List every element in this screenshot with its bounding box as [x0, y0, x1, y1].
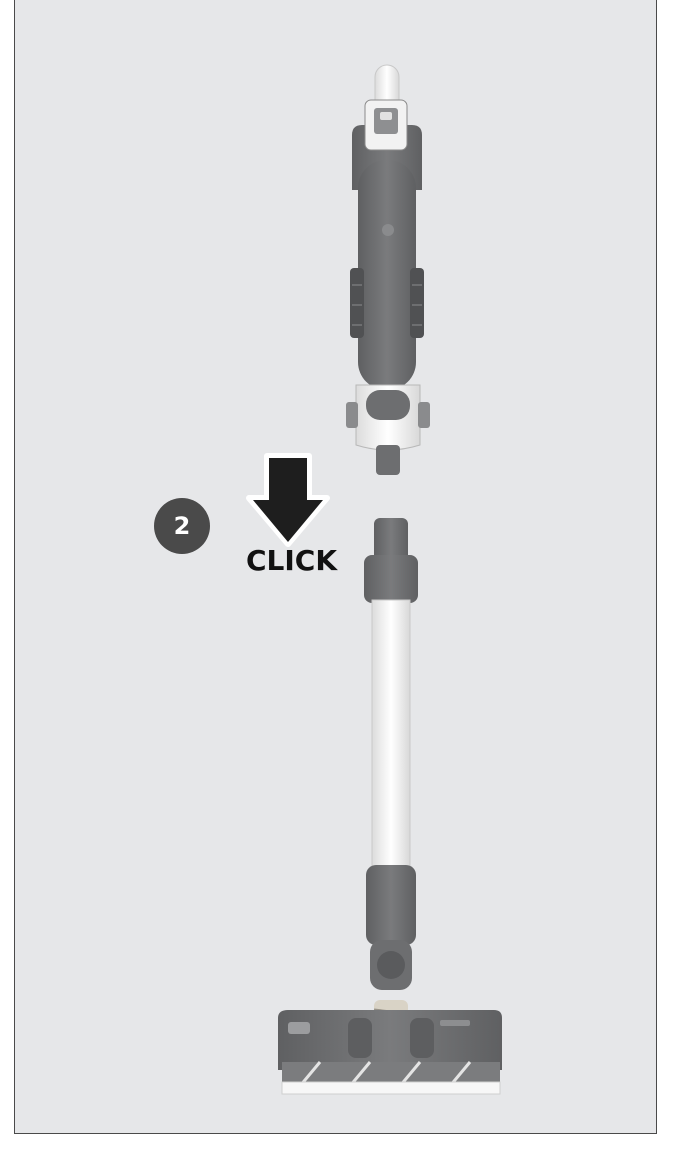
click-label: CLICK	[246, 544, 337, 577]
step-number-badge: 2	[154, 498, 210, 554]
tube-assembly	[278, 518, 502, 1094]
arrow-down-icon	[245, 452, 331, 548]
handheld-unit	[346, 65, 430, 475]
